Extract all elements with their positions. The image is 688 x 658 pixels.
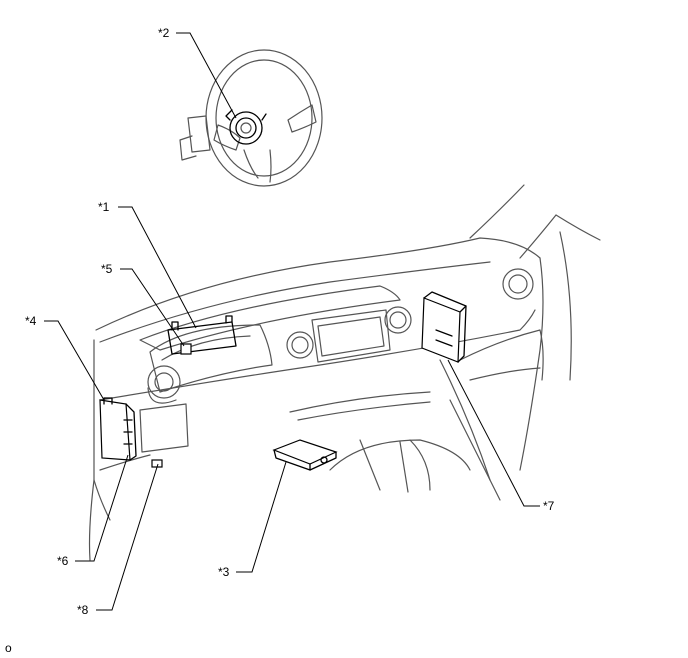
component-5-connector — [180, 343, 192, 355]
component-1-combination-meter — [167, 315, 237, 355]
callout-label-1: *1 — [98, 200, 110, 214]
instrument-panel-illustration — [88, 184, 601, 561]
component-3-center-sensor — [272, 439, 338, 471]
callout-labels: *1 *2 *3 *4 *5 *6 *7 *8 o — [5, 26, 555, 655]
callout-label-4: *4 — [25, 314, 37, 328]
leader-lines — [44, 32, 540, 611]
figure-code: o — [5, 641, 12, 655]
steering-wheel-illustration — [179, 49, 323, 187]
leader-2 — [176, 32, 237, 119]
callout-label-2: *2 — [158, 26, 170, 40]
callout-label-7: *7 — [543, 499, 555, 513]
leader-7 — [447, 359, 540, 507]
leader-1 — [118, 206, 197, 329]
callout-label-5: *5 — [101, 262, 113, 276]
component-7-ecu — [421, 291, 467, 363]
leader-4 — [44, 320, 105, 401]
component-4-ecu — [99, 397, 137, 461]
callout-label-6: *6 — [57, 554, 69, 568]
leader-3 — [236, 461, 287, 573]
leader-8 — [96, 463, 159, 611]
leader-6 — [75, 454, 129, 562]
leader-5 — [120, 268, 185, 347]
callout-label-3: *3 — [218, 565, 230, 579]
callout-label-8: *8 — [77, 603, 89, 617]
